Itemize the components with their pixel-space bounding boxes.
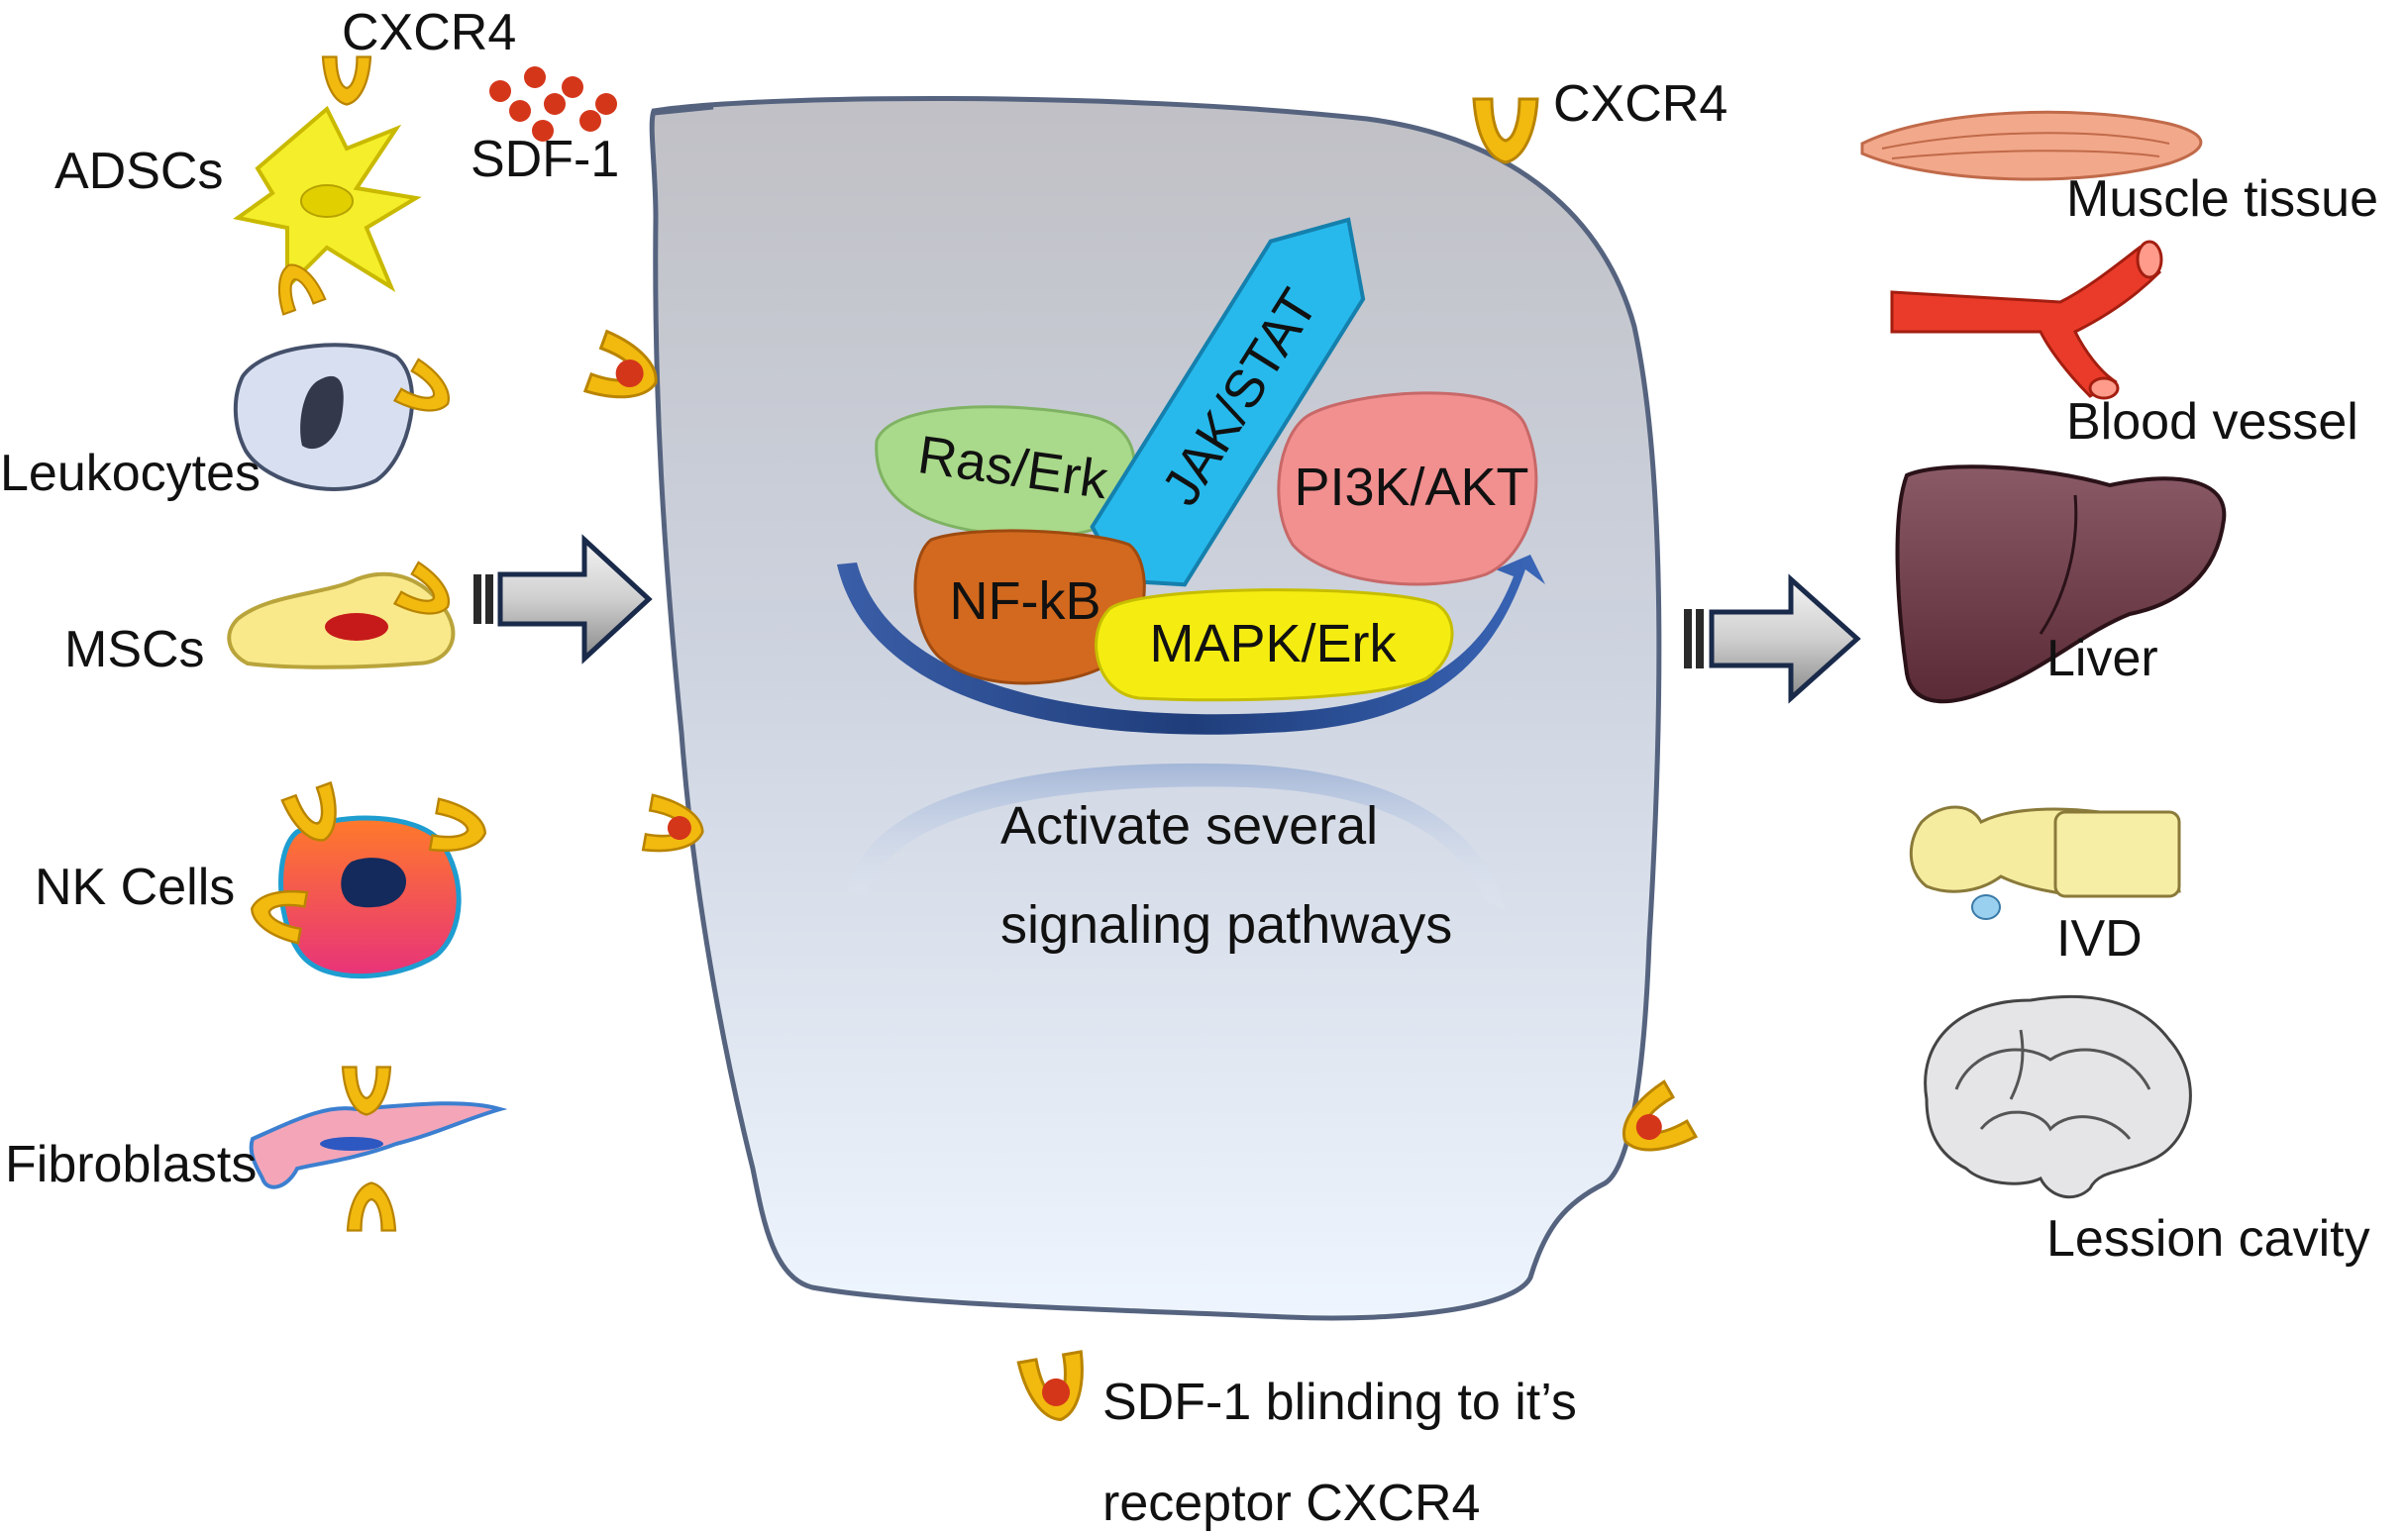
- cxcr4-top-left-label: CXCR4: [342, 4, 516, 61]
- muscle-tissue-label: Muscle tissue: [2066, 170, 2378, 228]
- adscs-cell: [233, 55, 422, 316]
- liver-label: Liver: [2046, 630, 2158, 687]
- muscle-tissue-image: [1860, 110, 2203, 181]
- adscs-receptor-bottom: [266, 256, 327, 316]
- nk-cells-label: NK Cells: [35, 859, 235, 916]
- leukocytes-cell: [233, 343, 462, 491]
- sdf1-ligands: [489, 66, 617, 142]
- binding-text-line2: receptor CXCR4: [1102, 1475, 1480, 1532]
- leukocytes-label: Leukocytes: [0, 445, 261, 502]
- fibroblasts-cell: [249, 1066, 508, 1232]
- nk-cell: [246, 781, 491, 979]
- arrow-right: [1684, 573, 1861, 704]
- activate-text-line1: Activate several: [1000, 796, 1378, 856]
- lession-cavity-label: Lession cavity: [2046, 1210, 2370, 1268]
- lession-cavity-image: [1924, 994, 2192, 1199]
- arrow-left: [473, 534, 653, 665]
- pi3k-akt-shape: [1277, 391, 1538, 586]
- blood-vessel-label: Blood vessel: [2066, 393, 2358, 451]
- ivd-label: IVD: [2056, 910, 2143, 968]
- mscs-label: MSCs: [64, 621, 205, 678]
- membrane-tail: [653, 104, 714, 116]
- cxcr4-bound-left-lower: [641, 793, 709, 862]
- cxcr4-bound-right: [1608, 1079, 1698, 1171]
- adscs-label: ADSCs: [54, 143, 223, 200]
- blood-vessel-image: [1890, 240, 2163, 400]
- mscs-cell: [227, 561, 462, 669]
- cell-membrane: [649, 95, 1662, 1321]
- adscs-receptor-top: [321, 55, 372, 106]
- ivd-image: [1909, 805, 2181, 920]
- fibroblasts-label: Fibroblasts: [5, 1136, 257, 1193]
- activate-text-line2: signaling pathways: [1000, 895, 1452, 955]
- mapk-erk-shape: [1095, 588, 1454, 702]
- sdf1-label: SDF-1: [471, 131, 619, 188]
- liver-image: [1895, 464, 2227, 704]
- target-cell: [649, 95, 1662, 1321]
- cxcr4-top-right-label: CXCR4: [1553, 75, 1727, 133]
- cxcr4-bound-bottom: [1016, 1350, 1094, 1427]
- binding-text-line1: SDF-1 blinding to it’s: [1102, 1374, 1577, 1431]
- nf-kb-label: NF-kB: [950, 571, 1101, 631]
- faded-arc: [847, 763, 1506, 911]
- pi3k-akt-label: PI3K/AKT: [1294, 458, 1528, 517]
- mapk-erk-label: MAPK/Erk: [1149, 614, 1397, 673]
- cxcr4-bound-left-upper: [583, 330, 669, 415]
- pathway-cluster: Ras/Erk JAK/STAT PI3K/AKT NF-kB MAPK/Erk: [837, 217, 1545, 735]
- membrane-receptors: [583, 97, 1698, 1427]
